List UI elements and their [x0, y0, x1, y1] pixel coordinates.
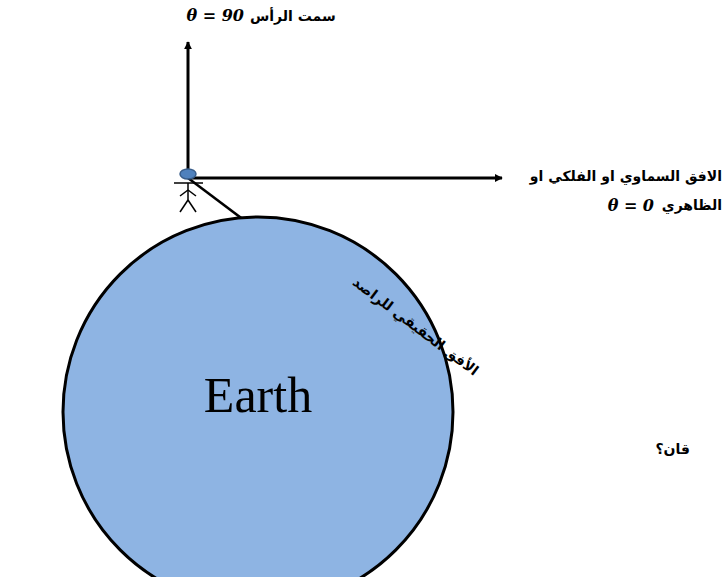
horizon-label: الافق السماوي او الفلكي او [530, 168, 722, 185]
observer-head [180, 169, 196, 179]
angle-label: θ = 0 [608, 196, 654, 215]
earth-circle: Earth [61, 215, 455, 577]
zenith-label: سمت الرأس [250, 8, 336, 25]
angle-label: θ = 90 [187, 6, 244, 25]
horizon-label: الظاهري [662, 197, 722, 214]
zenith-arrow [187, 42, 190, 178]
celestial-horizon-arrow [188, 177, 502, 180]
observer-figure [174, 183, 203, 212]
question-fragment: قان؟ [656, 441, 691, 458]
node-text: Earth [204, 366, 312, 424]
